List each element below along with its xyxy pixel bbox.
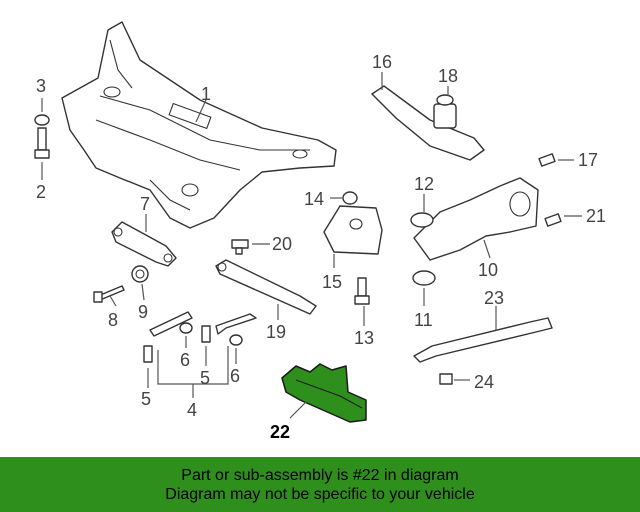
callout-11: 11 [414,310,433,330]
banner-line-2: Diagram may not be specific to your vehi… [165,485,475,503]
callout-10: 10 [478,260,498,280]
bolt-13-part [354,277,370,305]
washer-3-part [34,114,50,126]
callout-21: 21 [586,206,606,226]
knuckle-10-part [413,177,539,261]
callout-14: 14 [304,189,324,209]
bolt-8-part [93,285,125,303]
callout-1: 1 [201,84,211,104]
callout-labels: 1 2 3 4 5 5 6 6 7 8 9 10 11 12 13 14 15 … [36,52,606,442]
callout-20: 20 [272,234,292,254]
arm-16-part [371,85,485,161]
callout-3: 3 [36,76,46,96]
callout-22: 22 [270,422,290,442]
parts-diagram: 1 2 3 4 5 5 6 6 7 8 9 10 11 12 13 14 15 … [34,21,606,442]
callout-12: 12 [414,174,434,194]
callout-2: 2 [36,182,46,202]
washer-12-part [410,212,434,228]
callout-8: 8 [108,310,118,330]
callout-9: 9 [138,302,148,322]
callout-4: 4 [187,400,197,420]
bolt-20-part [231,239,249,255]
crossmember-part [61,21,337,229]
callout-16: 16 [372,52,392,72]
bolt-21-part [544,213,562,227]
callout-13: 13 [354,328,374,348]
callout-15: 15 [322,272,342,292]
bushing-9-part [131,265,149,283]
callout-5b: 5 [200,368,210,388]
washer-11-part [412,270,436,286]
callout-7: 7 [140,194,150,214]
leader-lines [41,72,582,419]
bushing-14-part [342,191,358,205]
link-7-part [111,221,177,267]
bracket-4-part [143,311,257,363]
callout-5a: 5 [141,389,151,409]
banner-line-1: Part or sub-assembly is #22 in diagram [181,466,459,484]
callout-17: 17 [578,150,598,170]
bolt-2-part [34,127,50,159]
callout-6b: 6 [230,366,240,386]
callout-18: 18 [438,66,458,86]
callout-6a: 6 [180,350,190,370]
callout-23: 23 [484,288,504,308]
callout-24: 24 [474,372,494,392]
nut-24-part [439,373,453,385]
info-banner: Part or sub-assembly is #22 in diagram D… [0,457,640,512]
bracket-15-part [323,205,383,255]
highlighted-part-22[interactable] [281,363,367,423]
bolt-17-part [538,153,556,167]
bumpstop-18-part [433,94,457,129]
callout-19: 19 [266,322,286,342]
link-19-part [215,259,317,315]
rod-23-part [413,317,553,363]
